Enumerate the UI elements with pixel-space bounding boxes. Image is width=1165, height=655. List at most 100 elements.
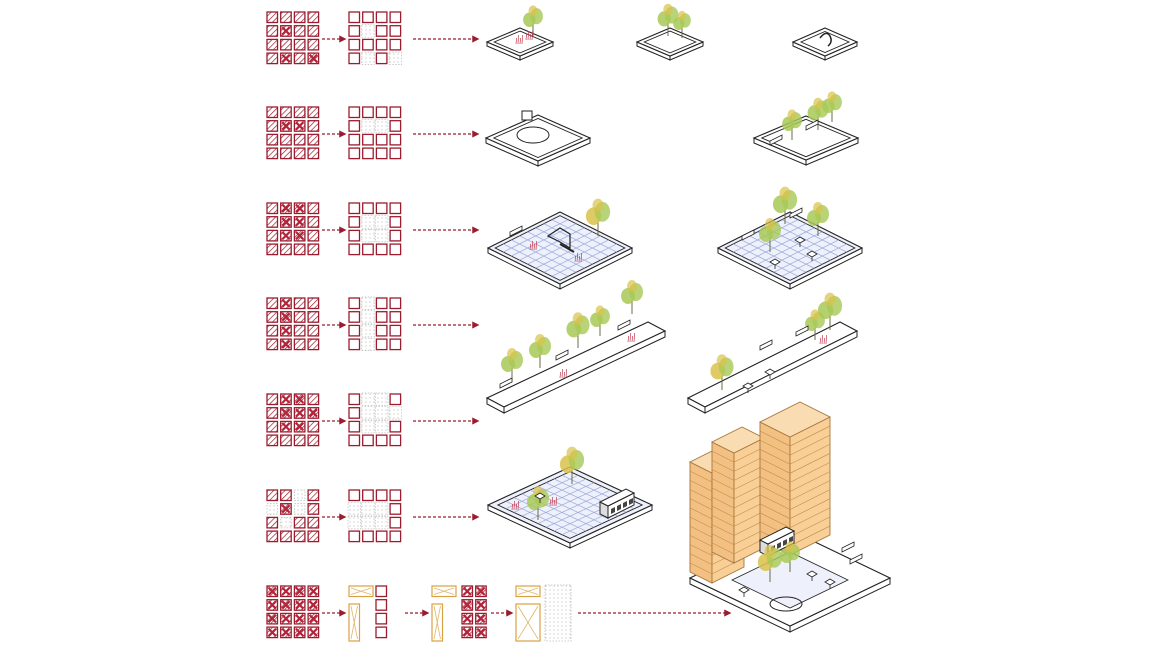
hatched-cell bbox=[307, 216, 320, 228]
hatched-cell bbox=[280, 38, 292, 51]
x-mark bbox=[462, 627, 472, 637]
hatched-cell bbox=[307, 25, 320, 37]
block-cross bbox=[350, 605, 358, 640]
outline-cell bbox=[348, 229, 361, 242]
hatched-cell bbox=[266, 202, 279, 215]
outline-cell bbox=[375, 489, 388, 502]
plant-stem bbox=[511, 503, 513, 511]
hatched-cell bbox=[307, 489, 320, 502]
x-mark bbox=[295, 394, 305, 404]
floor-line bbox=[733, 446, 765, 463]
hatched-cell bbox=[266, 489, 279, 502]
plant-stem bbox=[535, 240, 537, 251]
floor-line bbox=[759, 430, 791, 447]
bench bbox=[555, 349, 569, 361]
tree-crown bbox=[787, 109, 797, 121]
plate-inner-border bbox=[493, 30, 547, 54]
paving-line bbox=[543, 223, 609, 257]
open-cell bbox=[361, 215, 375, 229]
open-cell bbox=[361, 229, 375, 243]
bench bbox=[759, 339, 773, 351]
open-cell bbox=[375, 392, 389, 406]
hatched-cell bbox=[307, 243, 320, 256]
outline-cell bbox=[375, 202, 388, 215]
open-cell bbox=[375, 215, 389, 229]
open-cell bbox=[375, 420, 389, 434]
open-cell bbox=[361, 24, 375, 38]
outline-cell bbox=[389, 393, 402, 406]
tree-crown bbox=[566, 446, 578, 460]
x-mark bbox=[281, 121, 291, 131]
linear-park-benches bbox=[485, 280, 667, 414]
outline-cell bbox=[375, 599, 388, 611]
plant-stem bbox=[553, 499, 555, 507]
paving-line bbox=[513, 478, 587, 513]
floor-line bbox=[689, 525, 713, 538]
x-mark bbox=[281, 614, 291, 624]
hatched-cell bbox=[266, 133, 279, 146]
paving-line bbox=[537, 489, 611, 524]
plant-stem bbox=[527, 30, 529, 41]
x-mark bbox=[281, 298, 291, 308]
outline-cell bbox=[389, 229, 402, 242]
x-mark bbox=[295, 231, 305, 241]
open-cell bbox=[361, 420, 375, 434]
hatched-cell bbox=[266, 324, 279, 337]
open-cell bbox=[375, 406, 389, 420]
outline-cell bbox=[375, 434, 388, 447]
outline-cell bbox=[348, 489, 361, 502]
hatched-cell bbox=[307, 324, 320, 337]
bus-window bbox=[783, 539, 787, 546]
open-cell bbox=[361, 392, 375, 406]
tree-lawn-plot bbox=[752, 91, 860, 166]
hatched-cell bbox=[266, 25, 279, 37]
bus-roof bbox=[598, 488, 636, 507]
x-mark bbox=[308, 586, 318, 596]
x-mark bbox=[295, 422, 305, 432]
x-mark bbox=[462, 586, 472, 596]
plate-top bbox=[635, 27, 705, 57]
strip-end bbox=[687, 397, 706, 414]
outline-cell bbox=[362, 202, 374, 215]
outline-cell bbox=[375, 11, 388, 24]
tree-crown bbox=[595, 305, 605, 317]
court-arc bbox=[516, 126, 550, 144]
floor-line bbox=[733, 456, 765, 472]
paving-line bbox=[551, 219, 617, 253]
plate-inner-border bbox=[643, 30, 697, 54]
plate-inner-border bbox=[760, 118, 852, 158]
outline-cell bbox=[348, 147, 361, 160]
outline-cell bbox=[362, 434, 374, 447]
hatched-cell bbox=[266, 530, 279, 543]
x-mark bbox=[267, 614, 277, 624]
x-mark bbox=[281, 600, 291, 610]
floor-line bbox=[689, 498, 713, 510]
tree-crown bbox=[592, 198, 604, 212]
outline-cell bbox=[389, 489, 402, 502]
open-cell bbox=[388, 406, 402, 420]
floor-line bbox=[689, 489, 713, 501]
x-mark bbox=[476, 614, 486, 624]
diagram-scenes bbox=[484, 3, 892, 633]
tower-face-right bbox=[789, 416, 831, 556]
bus-window bbox=[629, 498, 633, 505]
x-mark bbox=[295, 614, 305, 624]
tree-crown bbox=[810, 309, 820, 321]
hatched-cell bbox=[293, 311, 306, 323]
plant-stem bbox=[555, 496, 557, 507]
hatched-cell bbox=[293, 106, 306, 119]
plant-stem bbox=[533, 243, 535, 251]
outline-cell bbox=[375, 38, 388, 51]
bench bbox=[789, 207, 803, 219]
outline-cell bbox=[348, 338, 361, 351]
outline-cell bbox=[389, 106, 402, 119]
hatched-cell bbox=[293, 147, 306, 160]
plant-stem bbox=[531, 30, 533, 41]
plant-stem bbox=[549, 499, 551, 507]
hatched-cell bbox=[307, 338, 320, 351]
outline-cell bbox=[348, 11, 361, 24]
outline-cell bbox=[389, 202, 402, 215]
x-mark bbox=[295, 203, 305, 213]
plant-stem bbox=[525, 33, 527, 41]
plant-stem bbox=[517, 34, 519, 45]
